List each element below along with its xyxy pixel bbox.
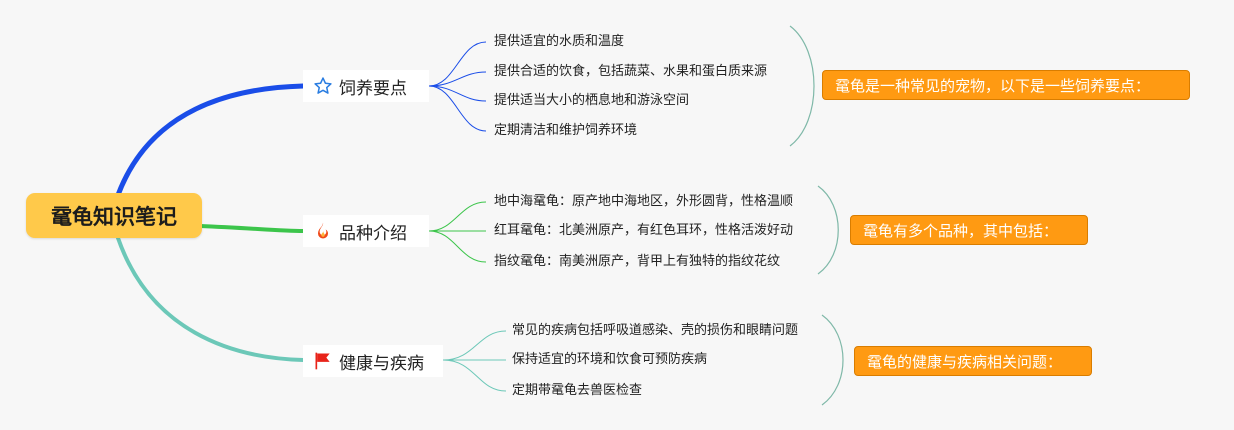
summary-bracket-1 — [789, 25, 815, 147]
branch-label: 健康与疾病 — [339, 353, 424, 374]
summary-bracket-2 — [817, 185, 839, 275]
summary-health[interactable]: 鼋龟的健康与疾病相关问题： — [854, 346, 1092, 376]
root-title: 鼋龟知识笔记 — [51, 204, 177, 229]
leaf-connectors-1 — [428, 41, 487, 132]
summary-bracket-3 — [821, 314, 844, 406]
leaf-connectors-3 — [442, 330, 507, 392]
branch-species[interactable]: 品种介绍 — [303, 215, 429, 247]
branch-health[interactable]: 健康与疾病 — [303, 345, 443, 377]
root-topic[interactable]: 鼋龟知识笔记 — [26, 193, 202, 238]
leaf-connectors-2 — [428, 201, 487, 263]
summary-species[interactable]: 鼋龟有多个品种，其中包括： — [850, 215, 1088, 245]
list-item[interactable]: 定期带鼋龟去兽医检查 — [512, 383, 643, 398]
summary-text: 鼋龟有多个品种，其中包括： — [863, 221, 1059, 240]
summary-care-points[interactable]: 鼋龟是一种常见的宠物，以下是一些饲养要点： — [822, 70, 1190, 100]
summary-text: 鼋龟是一种常见的宠物，以下是一些饲养要点： — [835, 76, 1151, 95]
list-item[interactable]: 指纹鼋龟：南美洲原产，背甲上有独特的指纹花纹 — [494, 254, 781, 269]
list-item[interactable]: 红耳鼋龟：北美洲原产，有红色耳环，性格活泼好动 — [494, 223, 794, 238]
branch-care-points[interactable]: 饲养要点 — [303, 70, 429, 102]
list-item[interactable]: 提供适当大小的栖息地和游泳空间 — [494, 93, 690, 108]
connector-root-branch-2 — [198, 224, 305, 233]
branch-label: 品种介绍 — [339, 223, 407, 244]
list-item[interactable]: 地中海鼋龟：原产地中海地区，外形圆背，性格温顺 — [494, 194, 794, 209]
list-item[interactable]: 提供合适的饮食，包括蔬菜、水果和蛋白质来源 — [494, 64, 768, 79]
list-item[interactable]: 常见的疾病包括呼吸道感染、壳的损伤和眼睛问题 — [512, 323, 799, 338]
fire-icon — [313, 221, 333, 241]
connector-root-branch-1 — [115, 83, 306, 198]
connector-root-branch-3 — [116, 236, 305, 362]
branch-label: 饲养要点 — [339, 78, 407, 99]
summary-text: 鼋龟的健康与疾病相关问题： — [867, 352, 1063, 371]
list-item[interactable]: 保持适宜的环境和饮食可预防疾病 — [512, 352, 708, 367]
flag-icon — [313, 351, 333, 371]
star-icon — [313, 76, 333, 96]
list-item[interactable]: 定期清洁和维护饲养环境 — [494, 123, 638, 138]
list-item[interactable]: 提供适宜的水质和温度 — [494, 34, 625, 49]
